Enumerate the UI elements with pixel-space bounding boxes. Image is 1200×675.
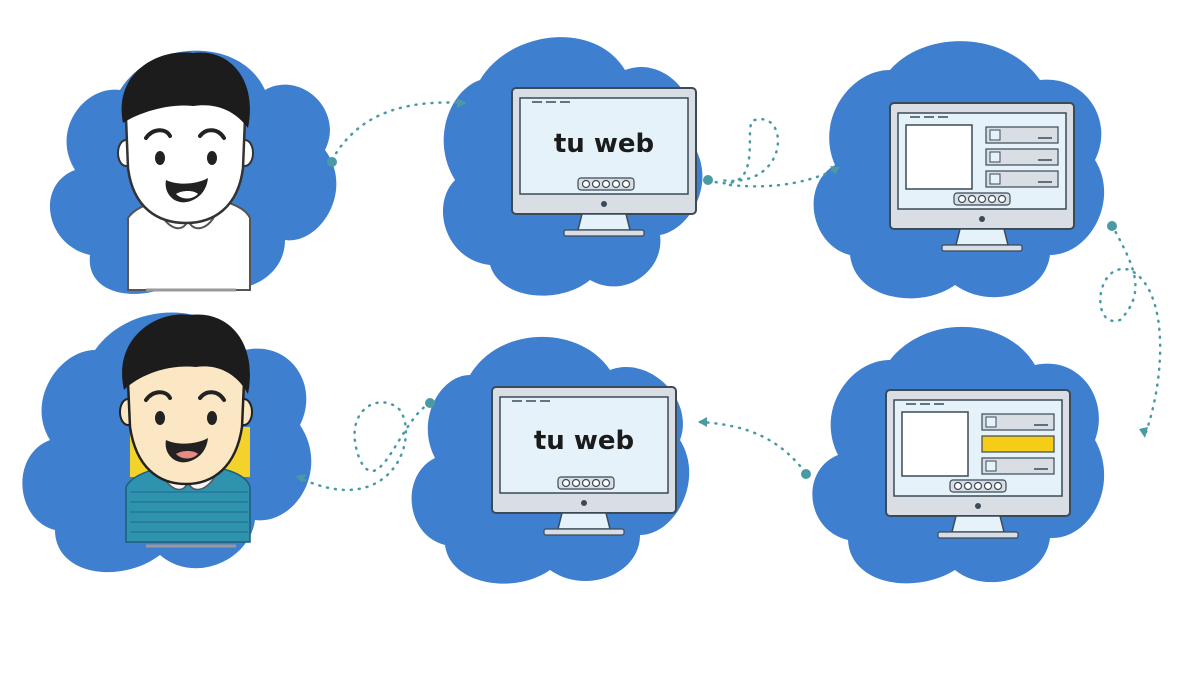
monitor-stand xyxy=(577,213,631,231)
content-card xyxy=(985,126,1059,144)
power-led xyxy=(975,503,981,509)
connector-dots xyxy=(327,157,1117,479)
connector-arrowheads xyxy=(296,98,1148,483)
pager-dot xyxy=(957,194,967,204)
highlighted-card xyxy=(981,435,1055,453)
monitor-base xyxy=(543,528,625,536)
monitor-stand xyxy=(951,515,1005,533)
pager-dot xyxy=(977,194,987,204)
pager-dot xyxy=(987,194,997,204)
pager-dot xyxy=(967,194,977,204)
monitor-base xyxy=(563,229,645,237)
shirt-stripes xyxy=(130,491,248,533)
monitor-website-final: tu web xyxy=(491,386,677,536)
pager-dot xyxy=(953,481,963,491)
mouth-icon xyxy=(165,178,208,203)
monitor-base xyxy=(937,531,1019,539)
eye-icon xyxy=(155,411,165,425)
face xyxy=(124,94,247,225)
hair-icon xyxy=(121,52,250,128)
arrow-head-icon xyxy=(296,474,306,483)
arrow-head-icon xyxy=(830,166,840,175)
pager-dot xyxy=(993,481,1003,491)
pager-dot xyxy=(621,179,631,189)
pager-dot xyxy=(601,478,611,488)
pager-dot xyxy=(581,179,591,189)
arrow-head-icon xyxy=(457,98,466,108)
pager-dot xyxy=(963,481,973,491)
content-card xyxy=(981,413,1055,431)
monitor-website-layout xyxy=(889,102,1075,252)
image-placeholder xyxy=(901,411,969,477)
eyebrow-icon xyxy=(198,390,226,402)
mouth-icon xyxy=(165,438,208,463)
power-led xyxy=(979,216,985,222)
monitor-website-initial: tu web xyxy=(511,87,697,237)
eyebrow-icon xyxy=(198,128,226,140)
connector-web-to-layout xyxy=(706,117,840,188)
eye-icon xyxy=(207,411,217,425)
monitor-base xyxy=(941,244,1023,252)
pager-dot xyxy=(601,179,611,189)
connector-highlight-to-final xyxy=(698,420,807,474)
eyebrow-icon xyxy=(144,390,172,402)
power-led xyxy=(581,500,587,506)
pager-dot xyxy=(997,194,1007,204)
content-card xyxy=(981,457,1055,475)
person-sketch xyxy=(117,52,254,292)
content-card xyxy=(985,170,1059,188)
person-happy xyxy=(119,314,253,548)
eye-icon xyxy=(155,151,165,165)
screen-text: tu web xyxy=(554,129,654,159)
pager-dot xyxy=(973,481,983,491)
arrow-head-icon xyxy=(698,417,707,427)
tongue-icon xyxy=(176,191,198,199)
pager-dot xyxy=(591,179,601,189)
image-placeholder xyxy=(905,124,973,190)
monitor-stand xyxy=(557,512,611,530)
connector-dot xyxy=(327,157,337,167)
pager-dot xyxy=(591,478,601,488)
pager-dot xyxy=(571,478,581,488)
connector-final-to-user xyxy=(298,401,432,492)
pager-dot xyxy=(983,481,993,491)
monitor-website-layout-highlight xyxy=(885,389,1071,539)
flow-connectors xyxy=(298,101,1162,492)
monitor-stand xyxy=(955,228,1009,246)
pager-dot xyxy=(611,179,621,189)
eyebrow-icon xyxy=(144,128,172,140)
screen-text: tu web xyxy=(534,426,634,456)
pager-dot xyxy=(561,478,571,488)
face xyxy=(126,358,246,486)
connector-dot xyxy=(703,175,713,185)
content-card xyxy=(985,148,1059,166)
connector-dot xyxy=(1107,221,1117,231)
connector-dot xyxy=(425,398,435,408)
arrow-head-icon xyxy=(1139,427,1148,438)
tongue-icon xyxy=(176,451,198,459)
eye-icon xyxy=(207,151,217,165)
power-led xyxy=(601,201,607,207)
connector-dot xyxy=(801,469,811,479)
connector-layout-down xyxy=(1099,223,1162,437)
pager-dot xyxy=(581,478,591,488)
connector-user-to-web xyxy=(330,101,467,162)
hair-icon xyxy=(122,314,250,394)
